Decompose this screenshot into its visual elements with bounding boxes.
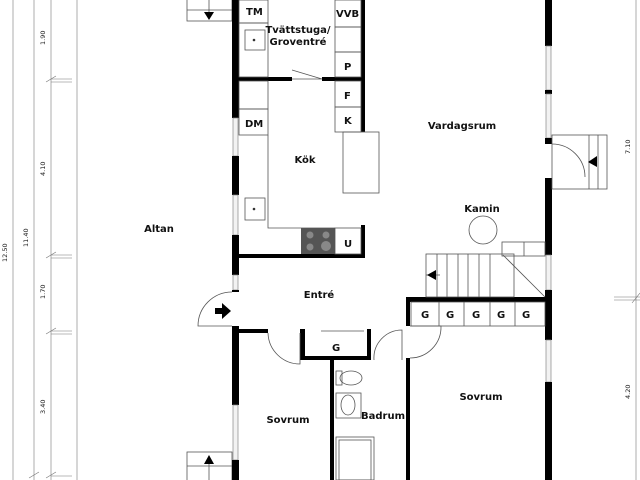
entrance-door[interactable] (197, 291, 233, 327)
room-terrace: Altan (144, 224, 174, 235)
dim-left-2: 4.10 (39, 162, 47, 176)
interior-walls (239, 0, 552, 480)
dim-left-1: 1.90 (39, 31, 47, 45)
laundry-door[interactable] (291, 69, 323, 80)
bedroom-right-door[interactable] (409, 325, 442, 359)
closet-3: G (472, 310, 480, 321)
room-bedroom-left: Sovrum (266, 415, 309, 426)
fixture-p: P (344, 62, 351, 73)
room-entrance: Entré (304, 289, 335, 301)
fixture-dm: DM (245, 119, 263, 130)
bathroom-fixtures (335, 370, 375, 480)
toilet-icon (335, 370, 363, 386)
terrace-door-right[interactable] (551, 134, 608, 190)
fixture-f: F (344, 91, 351, 102)
sink-icon (244, 197, 266, 221)
kitchen-island (342, 131, 380, 194)
bedroom-left-door[interactable] (267, 332, 301, 365)
stove (301, 228, 335, 254)
fixture-u: U (344, 239, 352, 250)
bathroom-door[interactable] (373, 329, 403, 361)
room-kitchen: Kök (294, 155, 315, 166)
steps-top-left (186, 0, 233, 22)
dimension-lines-left (12, 0, 78, 480)
shower-icon (335, 436, 375, 480)
washbasin-icon (335, 392, 362, 419)
arrow-up-icon (204, 455, 214, 464)
staircase[interactable] (425, 241, 546, 298)
arrow-down-icon (204, 12, 214, 20)
closet-1: G (421, 310, 429, 321)
fixture-k: K (344, 116, 353, 127)
room-bedroom-right: Sovrum (459, 392, 502, 403)
dim-total: 12.50 (1, 243, 9, 262)
arrow-left-icon (427, 270, 436, 280)
dim-right-2: 4.20 (624, 385, 632, 399)
fireplace (468, 215, 498, 245)
closet-2: G (446, 310, 454, 321)
fixture-tm: TM (246, 7, 263, 18)
dim-right-1: 7.10 (624, 140, 632, 154)
dim-left-4: 3.40 (39, 400, 47, 414)
arrow-left-icon (588, 156, 597, 167)
room-living: Vardagsrum (428, 121, 496, 132)
exterior-wall-right (545, 0, 552, 480)
closet-hall: G (332, 343, 340, 354)
exterior-wall-left (232, 0, 239, 480)
steps-bottom-left (186, 451, 233, 480)
wardrobes (410, 301, 546, 327)
cabinets (238, 0, 380, 255)
room-bathroom: Badrum (361, 411, 405, 422)
dim-inner: 11.40 (22, 228, 30, 247)
dimension-lines-right (614, 0, 640, 480)
fixture-vvb: VVB (336, 9, 359, 20)
room-laundry-2: Groventré (270, 36, 327, 48)
closet-5: G (522, 310, 530, 321)
closet-4: G (497, 310, 505, 321)
dim-left-3: 1.70 (39, 285, 47, 299)
room-laundry: Tvättstuga/ (265, 25, 330, 36)
arrow-right-icon (215, 303, 231, 319)
label-fireplace: Kamin (464, 204, 499, 215)
sink-icon (244, 29, 266, 51)
